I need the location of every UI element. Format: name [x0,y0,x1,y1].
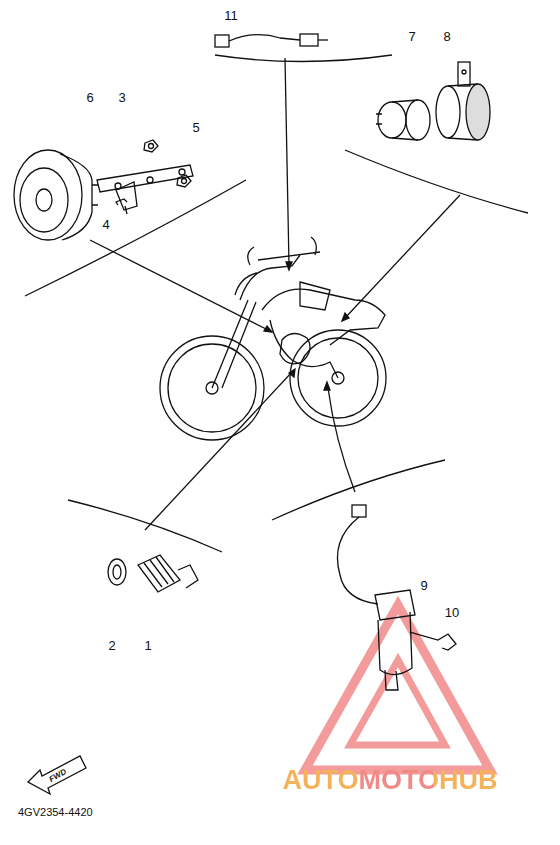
callout-number: 5 [190,120,201,135]
callout-number: 2 [106,638,117,653]
callout-number: 7 [406,29,417,44]
callout-number: 10 [443,605,461,620]
callout-number: 11 [222,8,240,23]
callout-number: 4 [100,217,111,232]
callout-number: 1 [142,638,153,653]
callout-number: 9 [418,578,429,593]
diagram-code: 4GV2354-4420 [16,806,95,819]
callout-number: 6 [84,90,95,105]
callout-number: 8 [441,29,452,44]
watermark: AUTOMOTOHUB [283,767,498,794]
callout-number: 3 [116,90,127,105]
